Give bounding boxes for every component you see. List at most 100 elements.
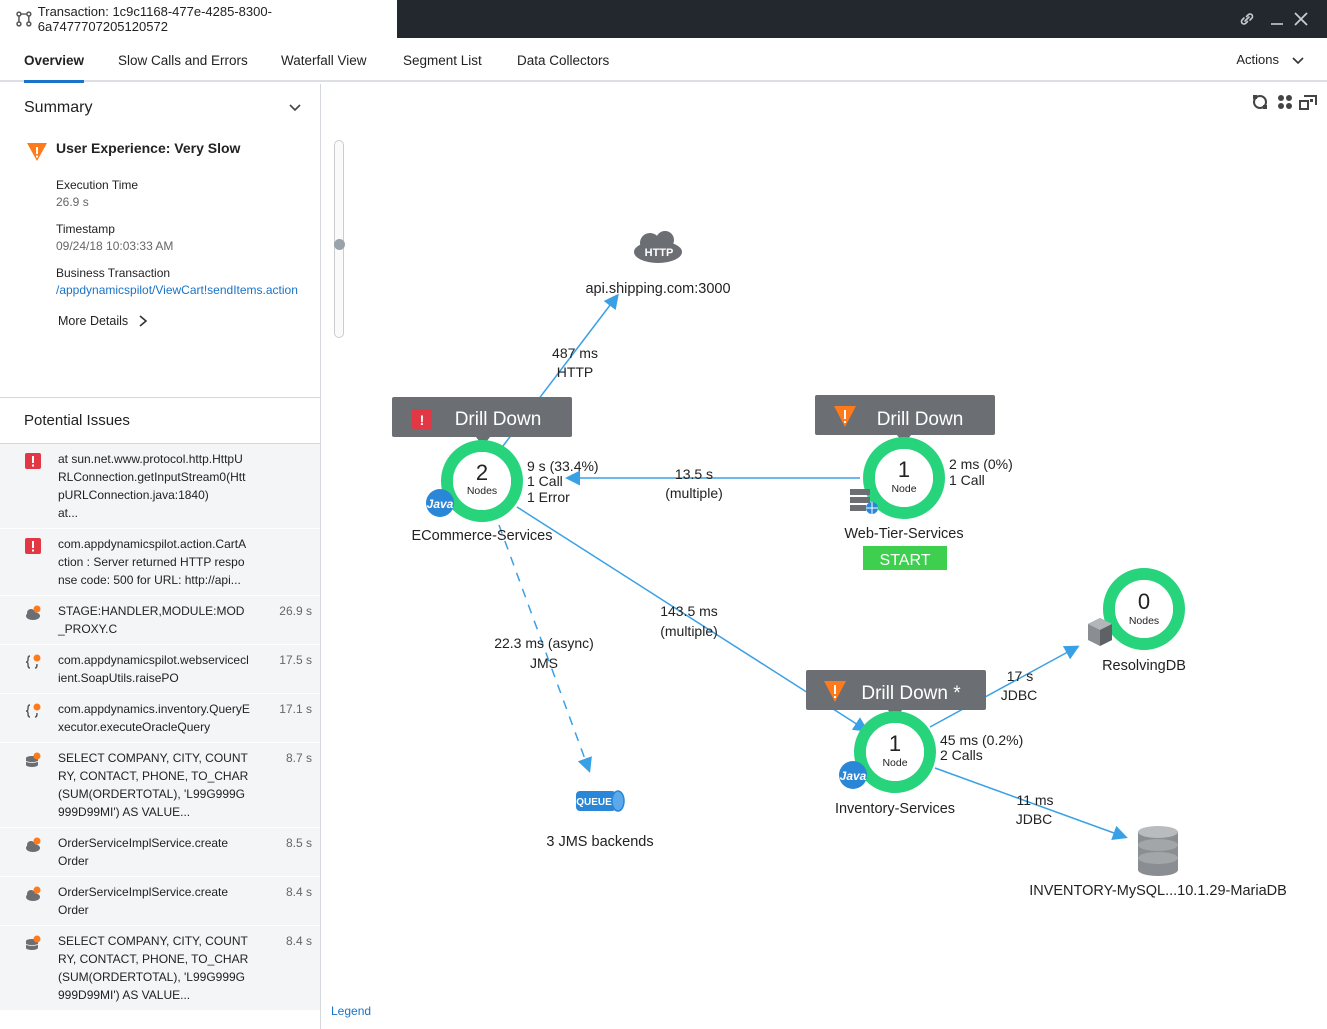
inventory-services-node[interactable]: 1 Node: [854, 711, 936, 793]
tab-bar: Overview Slow Calls and Errors Waterfall…: [0, 38, 1327, 83]
web-tier-services-node[interactable]: 1 Node: [863, 437, 945, 519]
ecommerce-node-unit: Nodes: [467, 485, 497, 497]
potential-issue-item[interactable]: SELECT COMPANY, CITY, COUNTRY, CONTACT, …: [0, 926, 320, 1011]
tab-data-collectors[interactable]: Data Collectors: [517, 53, 610, 68]
transaction-icon: [16, 11, 32, 27]
web-edge-time: 13.5 s: [675, 466, 713, 482]
mariadb-backend[interactable]: INVENTORY-MySQL...10.1.29-MariaDB: [1029, 826, 1287, 899]
summary-title: Summary: [24, 99, 93, 116]
zoom-slider-handle[interactable]: [334, 239, 345, 250]
auto-arrange-icon[interactable]: [1278, 95, 1292, 109]
svg-text:Java: Java: [427, 497, 454, 511]
java-badge-icon: Java: [426, 489, 454, 517]
http-edge-time: 487 ms: [552, 345, 598, 361]
left-panel: Summary User Experience: Very Slow Execu…: [0, 84, 321, 1029]
cloud-warning-icon: [25, 605, 41, 621]
inventory-stat-calls: 2 Calls: [940, 747, 983, 763]
inventory-node-count: 1: [889, 731, 901, 756]
edge-inventory-maria[interactable]: [934, 767, 1128, 840]
user-experience-title: User Experience: Very Slow: [56, 140, 241, 156]
queue-label: 3 JMS backends: [546, 834, 653, 850]
inventory-node-unit: Node: [882, 757, 907, 769]
database-warning-icon: [25, 752, 41, 768]
potential-issue-item[interactable]: com.appdynamics.inventory.QueryExecutor.…: [0, 694, 320, 743]
issue-text: OrderServiceImplService.create Order: [58, 885, 229, 917]
issue-text: com.appdynamics.inventory.QueryExecutor.…: [58, 702, 250, 734]
issue-text: SELECT COMPANY, CITY, COUNTRY, CONTACT, …: [58, 934, 249, 1002]
more-details-label: More Details: [58, 314, 129, 328]
close-icon[interactable]: [1290, 8, 1312, 30]
business-transaction-label: Business Transaction: [56, 266, 171, 280]
chevron-down-icon: [1292, 57, 1304, 65]
webtier-drill-down-button[interactable]: Drill Down: [815, 395, 995, 444]
link-icon[interactable]: [1236, 8, 1258, 30]
ecommerce-services-label: ECommerce-Services: [412, 528, 553, 544]
maria-edge-time: 11 ms: [1016, 792, 1053, 808]
resolving-db-label: ResolvingDB: [1102, 658, 1186, 674]
timestamp: Timestamp 09/24/18 10:03:33 AM: [56, 222, 173, 253]
edge-inventory-resolving[interactable]: [929, 645, 1080, 728]
database-warning-icon: [25, 935, 41, 951]
actions-menu[interactable]: Actions: [1236, 38, 1305, 82]
issue-text: STAGE:HANDLER,MODULE:MOD_PROXY.C: [58, 604, 245, 636]
issue-duration: 8.4 s: [285, 934, 312, 948]
potential-issue-item[interactable]: at sun.net.www.protocol.http.HttpURLConn…: [0, 444, 320, 529]
svg-text:START: START: [880, 552, 931, 569]
web-tier-services-label: Web-Tier-Services: [844, 526, 963, 542]
legend-link[interactable]: Legend: [331, 1004, 372, 1018]
issue-text: com.appdynamicspilot.webserviceclient.So…: [58, 653, 249, 685]
ecommerce-services-node[interactable]: 2 Nodes: [441, 440, 523, 522]
resolving-db-node[interactable]: 0 Nodes: [1103, 568, 1185, 650]
zoom-slider[interactable]: [334, 140, 345, 338]
issue-duration: 8.7 s: [285, 751, 312, 765]
execution-time-value: 26.9 s: [56, 195, 89, 209]
potential-issues-header: Potential Issues: [0, 398, 320, 444]
chevron-down-icon[interactable]: [288, 100, 302, 114]
ecommerce-drill-down-button[interactable]: ! Drill Down: [392, 397, 572, 446]
window-tab[interactable]: Transaction: 1c9c1168-477e-4285-8300-6a7…: [0, 0, 397, 38]
tab-slow-calls-and-errors[interactable]: Slow Calls and Errors: [118, 53, 248, 68]
tab-waterfall-view[interactable]: Waterfall View: [281, 53, 367, 68]
issue-text: com.appdynamicspilot.action.CartAction :…: [58, 537, 247, 587]
refresh-layout-icon[interactable]: [1253, 95, 1267, 109]
cloud-warning-icon: [25, 837, 41, 853]
http-backend-label: api.shipping.com:3000: [585, 281, 730, 297]
issue-duration: 17.1 s: [279, 702, 312, 716]
webtier-node-count: 1: [898, 457, 910, 482]
more-details-link[interactable]: More Details: [58, 314, 148, 328]
resolving-edge-time: 17 s: [1007, 668, 1033, 684]
web-server-icon: [850, 489, 878, 514]
map-tools: [1253, 95, 1317, 110]
potential-issue-item[interactable]: com.appdynamicspilot.action.CartAction :…: [0, 529, 320, 596]
http-cloud-icon: [634, 231, 682, 263]
tab-overview[interactable]: Overview: [24, 38, 85, 83]
ecommerce-stat-calls: 1 Call: [527, 473, 563, 489]
inventory-services-label: Inventory-Services: [835, 801, 955, 817]
window-title: Transaction: 1c9c1168-477e-4285-8300-6a7…: [37, 4, 272, 34]
ecommerce-stat-time: 9 s (33.4%): [527, 458, 599, 474]
jms-edge-time: 22.3 ms (async): [494, 635, 594, 651]
resolving-node-count: 0: [1138, 589, 1150, 614]
potential-issue-item[interactable]: com.appdynamicspilot.webserviceclient.So…: [0, 645, 320, 694]
http-backend[interactable]: HTTP api.shipping.com:3000: [585, 231, 731, 297]
warning-icon: [27, 143, 47, 161]
potential-issue-item[interactable]: SELECT COMPANY, CITY, COUNTRY, CONTACT, …: [0, 743, 320, 828]
cloud-warning-icon: [25, 886, 41, 902]
potential-issues-title: Potential Issues: [24, 412, 130, 429]
summary-header[interactable]: Summary: [0, 84, 320, 132]
tab-segment-list[interactable]: Segment List: [403, 53, 482, 68]
inventory-edge-type: (multiple): [660, 623, 718, 639]
business-transaction-link[interactable]: /appdynamicspilot/ViewCart!sendItems.act…: [56, 283, 298, 297]
fit-to-screen-icon[interactable]: [1299, 95, 1317, 110]
execution-time: Execution Time 26.9 s: [56, 178, 138, 209]
inventory-drill-down-button[interactable]: Drill Down *: [806, 670, 986, 719]
jms-queue-backend[interactable]: QUEUE 3 JMS backends: [546, 790, 654, 850]
minimize-icon[interactable]: [1266, 8, 1288, 30]
resolving-edge-type: JDBC: [1001, 687, 1038, 703]
summary-section: User Experience: Very Slow Execution Tim…: [0, 132, 320, 398]
jms-edge-type: JMS: [530, 655, 558, 671]
